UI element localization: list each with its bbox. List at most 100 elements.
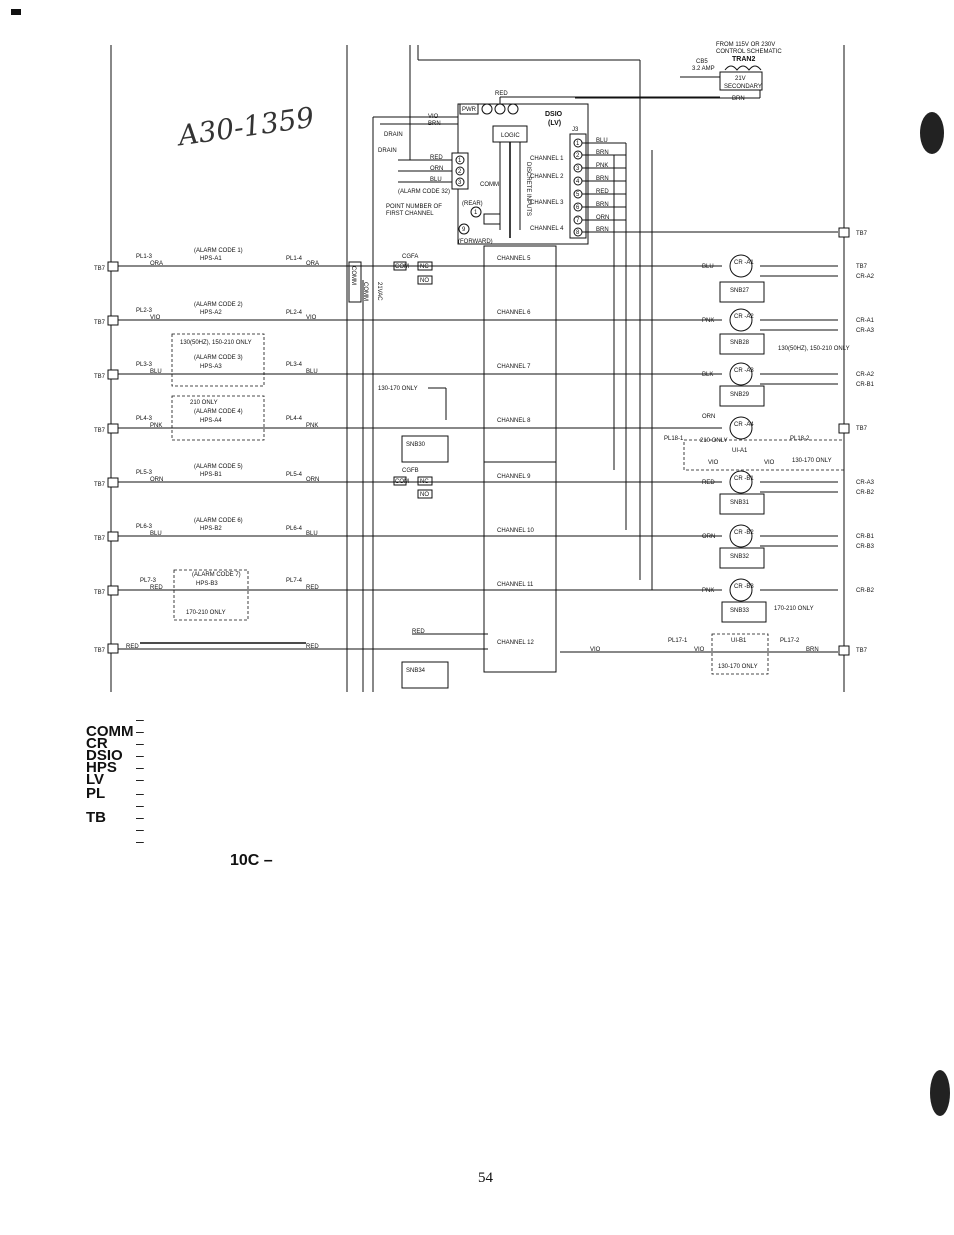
comm-bus-labels: COMM COMM 21VAC: [348, 261, 382, 303]
pl1-4: PL1-4: [286, 256, 303, 262]
transformer-secondary: [719, 71, 763, 91]
pl18-1: PL18-1: [664, 436, 684, 442]
hps-b3: HPS-B3: [196, 581, 218, 587]
relay-a2-wire: PNK: [702, 318, 714, 324]
tb7-terminal: TB7: [94, 648, 106, 654]
ui-b1-label: UI-B1: [731, 638, 747, 644]
channel-12-label: CHANNEL 12: [497, 640, 534, 646]
j3-pin-4: 4: [576, 179, 580, 185]
bus-lines: [110, 45, 845, 692]
tb7-terminal: TB7: [94, 266, 106, 272]
right-terminal-8: TB7: [856, 426, 868, 432]
vac-label: 21VAC: [376, 282, 382, 301]
cgfb-contact: CGFB COM NC NO: [393, 468, 433, 499]
bottom-wire-red-left: RED: [126, 644, 139, 650]
drain-label-2: DRAIN: [378, 148, 397, 154]
relay-cr-a1: BLU CR -A1 SNB27: [560, 254, 765, 303]
pressure-switch-rows: TB7 PL1-3 (ALARM CODE 1) HPS-A1 ORA PL1-…: [94, 248, 560, 654]
right-terminal-11: CR-B1: [856, 534, 875, 540]
tb7-terminal: TB7: [94, 482, 106, 488]
j3-pin-1: 1: [576, 141, 580, 147]
legend-dash: –: [136, 797, 144, 813]
comm-bus-label-2: COMM: [362, 282, 368, 301]
ui-a1-vio-right: VIO: [764, 460, 775, 466]
channel-2-label: CHANNEL 2: [530, 174, 564, 180]
comm-pin-2: 2: [458, 169, 462, 175]
cgfa-nc: NC: [420, 264, 429, 270]
channel-4-label: CHANNEL 4: [530, 226, 564, 232]
wire-blu-left: BLU: [150, 369, 162, 375]
alarm-code-32: (ALARM CODE 32): [398, 189, 450, 195]
wire-vio-right: VIO: [306, 315, 317, 321]
relay-b3-note: 170-210 ONLY: [774, 606, 814, 612]
j3-wire-5: RED: [596, 189, 609, 195]
alarm-code-2: (ALARM CODE 2): [194, 302, 243, 308]
tb7-terminal: TB7: [94, 320, 106, 326]
drain-label-1: DRAIN: [384, 132, 403, 138]
switch-row-b1: TB7 PL5-3 (ALARM CODE 5) HPS-B1 ORN PL5-…: [94, 464, 560, 488]
relay-a4-label: CR -A4: [734, 422, 754, 428]
legend-dash: –: [136, 833, 144, 849]
cgfa-label: CGFA: [402, 254, 418, 260]
j3-wires: BLU BRN PNK BRN RED BRN ORN BRN: [582, 100, 838, 590]
secondary-label: SECONDARY: [724, 84, 762, 90]
right-terminal-13: CR-B2: [856, 588, 875, 594]
right-terminal-12: CR-B3: [856, 544, 875, 550]
legend-abbr: DSIO: [86, 747, 123, 764]
right-terminal-5: CR-A3: [856, 328, 875, 334]
j3-pin-6: 6: [576, 205, 580, 211]
source-line2: CONTROL SCHEMATIC: [716, 49, 782, 55]
corner-registration-mark: [11, 9, 21, 15]
pl5-4: PL5-4: [286, 472, 303, 478]
tb7-terminal: TB7: [94, 590, 106, 596]
pl2-4: PL2-4: [286, 310, 303, 316]
pwr-label: PWR: [462, 107, 477, 113]
pl7-4: PL7-4: [286, 578, 303, 584]
legend-abbr: TB: [86, 809, 106, 826]
note-130-170: 130-170 ONLY: [378, 386, 447, 420]
a3-model-note: 130(50HZ), 150-210 ONLY: [180, 340, 252, 346]
relay-a1-label: CR -A1: [734, 260, 754, 266]
snb32-label: SNB32: [730, 554, 750, 560]
pl18-2: PL18-2: [790, 436, 810, 442]
hps-a4: HPS-A4: [200, 418, 222, 424]
snubber-snb34: SNB34: [401, 661, 449, 689]
pl4-3: PL4-3: [136, 416, 153, 422]
snubber-snb30: SNB30: [401, 435, 449, 463]
wire-ora-left: ORA: [150, 261, 163, 267]
relay-a2-label: CR -A2: [734, 314, 754, 320]
relay-cr-b1: RED CR -B1 SNB31: [560, 470, 765, 515]
comm-pin-1: 1: [458, 158, 462, 164]
switch-row-a3: TB7 130(50HZ), 150-210 ONLY PL3-3 (ALARM…: [94, 333, 560, 387]
comm-wire-red: RED: [430, 155, 443, 161]
right-terminal-9: CR-A3: [856, 480, 875, 486]
pl17-1: PL17-1: [668, 638, 688, 644]
ui-b1-note: 130-170 ONLY: [718, 664, 758, 670]
relay-column: BLU CR -A1 SNB27 PNK CR -A2 SNB28 130(50…: [560, 254, 850, 623]
comm-wire-orn: ORN: [430, 166, 443, 172]
discrete-inputs-label: DISCRETE INPUTS: [525, 162, 531, 216]
alarm-code-4: (ALARM CODE 4): [194, 409, 243, 415]
source-line1: FROM 115V OR 230V: [716, 42, 775, 48]
comm-bus-label: COMM: [350, 266, 356, 285]
channel-11-label: CHANNEL 11: [497, 582, 534, 588]
alarm-code-3: (ALARM CODE 3): [194, 355, 243, 361]
cgfa-com: COM: [395, 264, 409, 270]
legend-dash: –: [136, 771, 144, 787]
comm-connector: VIO BRN DRAIN DRAIN 1 2 3 RED ORN BLU (A…: [372, 114, 501, 280]
ui-a1-note: 130-170 ONLY: [792, 458, 832, 464]
relay-b2-label: CR -B2: [734, 530, 754, 536]
comm-pin-3: 3: [458, 180, 462, 186]
j3-wire-7: ORN: [596, 215, 609, 221]
j3-label: J3: [572, 127, 579, 133]
relay-a4-wire: ORN: [702, 414, 715, 420]
legend-dash: –: [136, 735, 144, 751]
circuit-breaker-label: CB5: [696, 59, 708, 65]
j3-wire-1: BLU: [596, 138, 608, 144]
ui-b1-vio-right: VIO: [694, 647, 705, 653]
right-terminal-10: CR-B2: [856, 490, 875, 496]
j4-j5-channels: CHANNEL 5 CHANNEL 6 CHANNEL 7 CHANNEL 8 …: [497, 256, 534, 646]
cgfa-no: NO: [420, 278, 429, 284]
wire-red-right: RED: [306, 585, 319, 591]
j3-pin-3: 3: [576, 166, 580, 172]
